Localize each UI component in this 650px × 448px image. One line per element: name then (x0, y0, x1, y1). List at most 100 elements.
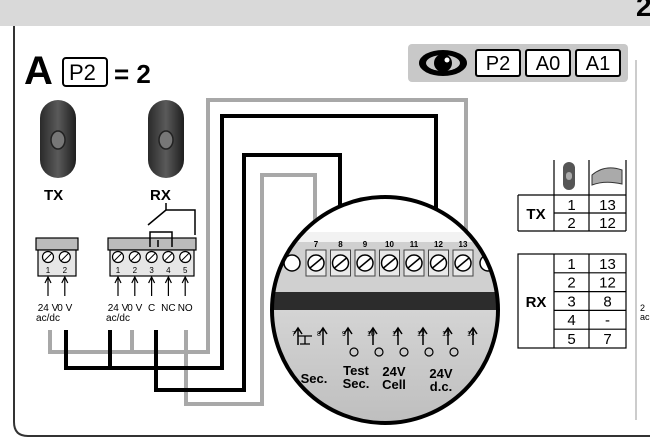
board-bottom-number: 14 (467, 331, 475, 338)
board-bottom-number: 8 (317, 331, 321, 338)
view-param-box (575, 49, 621, 77)
view-param-text: A0 (536, 53, 560, 75)
table-cell: 13 (599, 197, 616, 214)
table-cell: 7 (603, 331, 611, 348)
rx-relay-line-2 (147, 209, 167, 226)
board-bottom-label: Sec. (301, 371, 328, 386)
board-bottom-arrow (468, 326, 478, 345)
section-letter: A (24, 49, 53, 93)
black-wires (64, 114, 438, 392)
rx-terminal-label: NC (161, 303, 175, 314)
table-cell: 13 (599, 256, 616, 273)
tx-terminal-number: 1 (46, 266, 51, 275)
board-bottom-arrow (318, 326, 328, 345)
rx-terminal-number: 5 (183, 266, 188, 275)
rx-screw-slot (164, 252, 173, 262)
wall-col-icon (591, 167, 623, 186)
rx-photocell-icon (148, 100, 184, 178)
rx-terminal-number: 1 (116, 266, 121, 275)
param-display-box (62, 57, 108, 87)
view-param-box (475, 49, 521, 77)
magnifier-ring (270, 195, 500, 425)
board-bottom-node (374, 347, 384, 357)
page-number: 2 (636, 0, 650, 22)
board-bottom-arrow (443, 326, 453, 345)
board-bottom-number: 7 (292, 331, 296, 338)
tx-arrow (44, 275, 52, 284)
table-tx-label: TX (526, 206, 545, 223)
table-rx-label: RX (526, 294, 547, 311)
tx-terminal-label: 0 V (57, 303, 72, 314)
board-top-number: 7 (314, 240, 319, 249)
board-bottom-arrow (368, 326, 378, 345)
board-top-number: 11 (410, 240, 419, 249)
table-cell: - (605, 312, 610, 329)
tx-label: TX (44, 187, 63, 204)
eye-icon (419, 50, 467, 76)
panel-border (13, 26, 650, 437)
tx-photocell-icon (40, 100, 76, 178)
table-cell: 2 (567, 275, 575, 292)
board-top-number: 9 (363, 240, 368, 249)
rx-arrow (114, 275, 122, 284)
rx-screw-slot (130, 252, 140, 262)
board-screw-slot (456, 257, 470, 269)
rx-label: RX (150, 187, 171, 204)
board-bottom-node (424, 347, 434, 357)
tx-screw-slot (60, 252, 70, 262)
tx-screw-slot (43, 252, 53, 262)
rx-arrow (181, 275, 189, 284)
board-bottom-arrow (343, 326, 353, 345)
table-cell: 12 (599, 275, 616, 292)
board-bottom-node (399, 347, 409, 357)
table-cell: 5 (567, 331, 575, 348)
param-value: = 2 (114, 59, 151, 89)
board-top-number: 8 (338, 240, 343, 249)
rx-screw-slot (147, 252, 156, 262)
view-param-text: A1 (586, 53, 610, 75)
board-screw-slot (383, 257, 396, 269)
board-top-number: 12 (434, 240, 443, 249)
board-bottom-number: 9 (342, 331, 346, 338)
rx-relay-line (165, 203, 196, 235)
table-rx-frame (517, 253, 627, 349)
board-bottom-arrow (418, 326, 428, 345)
rx-arrow (131, 275, 139, 284)
tx-terminal-number: 2 (63, 266, 68, 275)
board-bottom-symbol (298, 335, 312, 345)
tx-arrow (61, 275, 69, 284)
rx-screw-slot (180, 252, 190, 262)
table-cell: 2 (567, 215, 575, 232)
photocell-col-icon (563, 162, 575, 190)
board-bottom-number: 11 (392, 331, 399, 338)
board-bottom-number: 12 (417, 331, 425, 338)
board-screw-slot (432, 257, 445, 269)
table-cell: 8 (603, 293, 611, 310)
board-bottom-number: 10 (367, 331, 375, 338)
rx-terminal-number: 2 (133, 266, 138, 275)
view-param-text: P2 (486, 53, 510, 75)
rx-terminal-label: 0 V (127, 303, 142, 314)
table-cell: 12 (599, 215, 616, 232)
board-top-number: 13 (459, 240, 468, 249)
rx-terminal-label: C (148, 303, 155, 314)
board-screw-slot (334, 257, 347, 269)
table-cell: 3 (567, 293, 575, 310)
rx-terminal-number: 3 (149, 266, 154, 275)
table-cell: 1 (567, 256, 575, 273)
board-top-number: 10 (385, 240, 394, 249)
header-bar (0, 0, 650, 26)
board-screw-slot (358, 257, 372, 269)
board-bottom-node (449, 347, 459, 357)
rx-terminal-number: 4 (166, 266, 171, 275)
board-bottom-arrow (393, 326, 403, 345)
